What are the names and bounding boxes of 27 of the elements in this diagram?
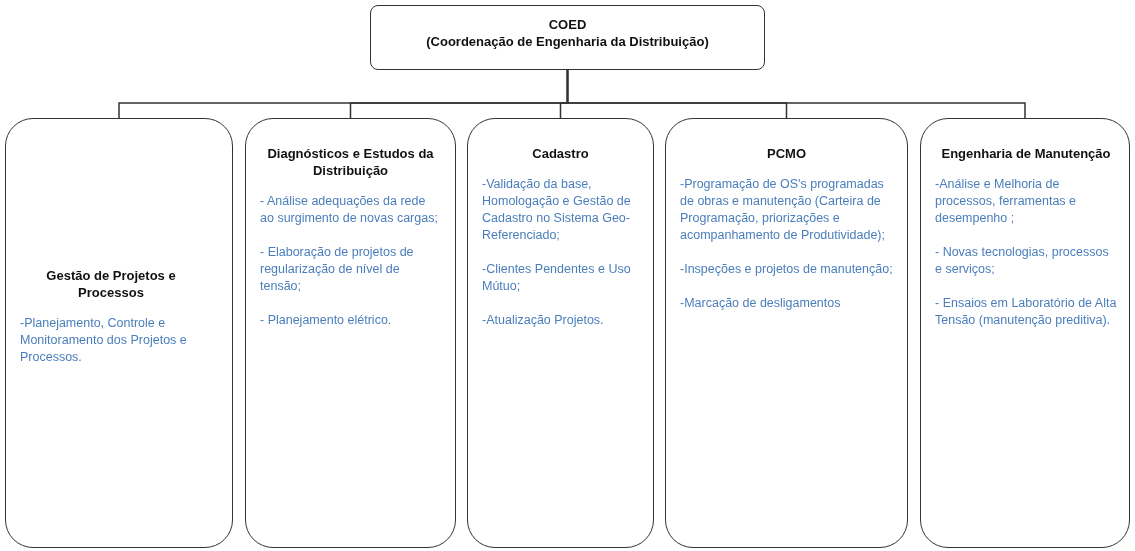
- node-text: - Ensaios em Laboratório de Alta Tensão (manutenção preditiva).: [935, 295, 1117, 329]
- department-box: [5, 118, 233, 548]
- node-text: - Elaboração de projetos de regularização de nível de tensão;: [260, 244, 415, 295]
- node-text: - Análise adequações da rede ao surgimento de novas cargas;: [260, 193, 439, 227]
- node-title: COED: [548, 16, 587, 33]
- node-text: -Análise e Melhoria de processos, ferramentas e desempenho ;: [935, 176, 1078, 227]
- node-text: - Planejamento elétrico.: [260, 312, 393, 329]
- department-box: [665, 118, 908, 548]
- connector-line: [566, 69, 1026, 119]
- node-text: -Marcação de desligamentos: [680, 295, 842, 312]
- node-text: -Validação da base, Homologação e Gestão de Cadastro no Sistema Geo-Referenciado;: [482, 176, 632, 244]
- node-text: -Planejamento, Controle e Monitoramento dos Projetos e Processos.: [20, 315, 188, 366]
- node-text: -Programação de OS's programadas de obras e manutenção (Carteira de Programação, priorizações e acompanhamento de Produtividade);: [680, 176, 886, 244]
- node-text: -Clientes Pendentes e Uso Mútuo;: [482, 261, 632, 295]
- root-box: [370, 5, 765, 70]
- department-box: [245, 118, 456, 548]
- node-title: Engenharia de Manutenção: [941, 145, 1111, 162]
- node-text: -Inspeções e projetos de manutenção;: [680, 261, 893, 278]
- department-box: [467, 118, 654, 548]
- node-title: PCMO: [767, 145, 806, 162]
- department-box: [920, 118, 1130, 548]
- node-text: -Atualização Projetos.: [482, 312, 605, 329]
- node-subtitle: (Coordenação de Engenharia da Distribuição): [426, 33, 709, 50]
- node-text: - Novas tecnologias, processos e serviços;: [935, 244, 1110, 278]
- node-title: Cadastro: [532, 145, 589, 162]
- node-title: Gestão de Projetos e Processos: [45, 267, 177, 301]
- node-title: Diagnósticos e Estudos da Distribuição: [266, 145, 435, 179]
